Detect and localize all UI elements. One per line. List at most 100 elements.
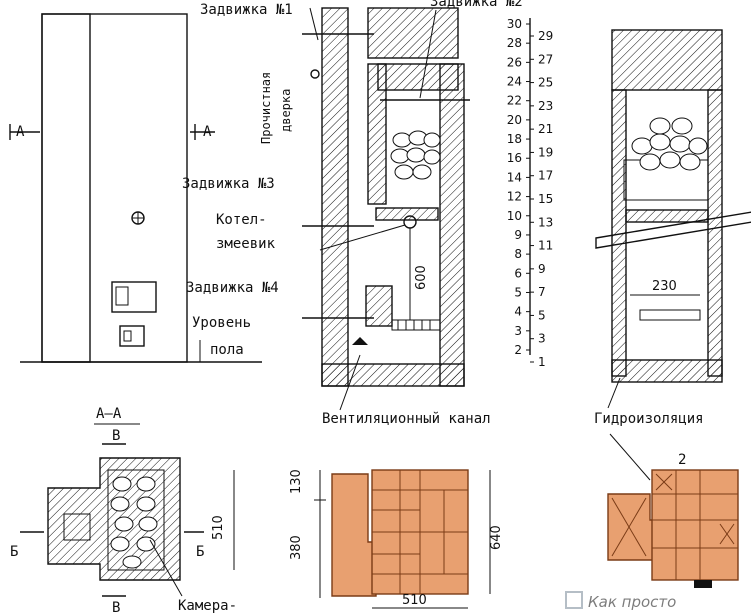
plan-aa-outline: [47, 457, 181, 581]
plan-aa-flue: [63, 513, 91, 541]
scale-tick-left: 30: [507, 17, 522, 31]
scale-tick-left: 9: [514, 228, 522, 242]
vertical-section: 600: [302, 7, 470, 387]
scale-tick-left: 26: [507, 55, 522, 69]
vent-channel-label: Вентиляционный канал: [322, 411, 491, 427]
chamber-label: Камера-: [178, 598, 237, 614]
side-grate: [639, 309, 701, 321]
outer-wall-right: [439, 63, 465, 387]
vent-channel-marker: [352, 337, 368, 345]
dimension-640-label: 640: [489, 525, 504, 550]
scale-tick-right: 3: [538, 332, 546, 346]
boiler-pipe: [595, 211, 751, 249]
brick-layout-plan: 130 380 640 510: [289, 469, 504, 609]
scale-tick-right: 17: [538, 169, 553, 183]
base-slab: [321, 363, 465, 387]
side-top: [611, 29, 723, 91]
scale-tick-left: 22: [507, 94, 522, 108]
valve-4-label: Задвижка №4: [186, 280, 279, 296]
scale-tick-left: 16: [507, 151, 522, 165]
brick-plan-left-wing: [331, 473, 377, 597]
scale-tick-right: 29: [538, 29, 553, 43]
scale-tick-right: 21: [538, 122, 553, 136]
floor-level-label: Уровень: [192, 315, 251, 331]
side-wall-right: [707, 89, 723, 377]
height-scale: 30 28 26 24 22 20 18 16 14 12 10 9 8 6 5 4 3 2 29 27 25 23 21…: [507, 17, 554, 369]
scale-left-column: 30 28 26 24 22 20 18 16 14 12 10 9 8 6 5 4 3 2: [507, 17, 530, 357]
scale-tick-left: 20: [507, 113, 522, 127]
dimension-600-label: 600: [414, 265, 429, 290]
plan-section-aa: А–А В Б Б 510 В Камера-: [10, 406, 237, 616]
waterproofing-label: Гидроизоляция: [594, 411, 704, 427]
section-v-label-bottom: В: [112, 600, 120, 616]
cleanout-door-icon: [310, 69, 320, 79]
scale-tick-left: 8: [514, 247, 522, 261]
boiler-label: Котел-: [216, 212, 267, 228]
dimension-130-label: 130: [289, 469, 304, 494]
boiler-label-2: змеевик: [216, 236, 276, 252]
inner-divider: [367, 63, 387, 205]
scale-tick-right: 19: [538, 145, 553, 159]
scale-tick-right: 11: [538, 239, 553, 253]
valve-2-label: Задвижка №2: [430, 0, 523, 10]
scale-tick-left: 2: [514, 343, 522, 357]
part-2-stub: [694, 580, 712, 588]
floor-level-label-2: пола: [210, 342, 244, 358]
valve-3-label: Задвижка №3: [182, 176, 275, 192]
chimney-wall-left: [321, 7, 349, 387]
scale-tick-left: 5: [514, 285, 522, 299]
scale-tick-right: 5: [538, 308, 546, 322]
watermark-logo-icon: [565, 591, 583, 609]
scale-tick-left: 12: [507, 190, 522, 204]
top-cap: [367, 7, 459, 59]
scale-tick-left: 24: [507, 75, 522, 89]
scale-tick-right: 1: [538, 355, 546, 369]
plan-aa-chamber: [107, 469, 165, 571]
ash-door: [119, 325, 145, 347]
watermark: Как просто: [565, 591, 676, 611]
scale-tick-right: 15: [538, 192, 553, 206]
scale-tick-right: 25: [538, 76, 553, 90]
section-a-label-left: А: [16, 124, 25, 140]
front-elevation: А А Уровень пола: [9, 13, 262, 363]
part-2-plan: 2: [607, 433, 739, 588]
scale-tick-right: 13: [538, 215, 553, 229]
part-2-number: 2: [678, 452, 686, 468]
side-section: 230: [595, 29, 751, 383]
dimension-230-label: 230: [652, 279, 677, 294]
part-2-body: [651, 469, 739, 581]
plan-aa-stones: [110, 476, 158, 569]
scale-tick-left: 28: [507, 36, 522, 50]
grate: [391, 319, 441, 331]
scale-right-column: 29 27 25 23 21 19 17 15 13 11 9 7 5 3 1: [530, 29, 553, 369]
dimension-510-side-label: 510: [211, 515, 226, 540]
cleanout-door-label: Прочистная: [259, 72, 273, 144]
side-base: [611, 359, 723, 383]
scale-tick-left: 3: [514, 324, 522, 338]
scale-tick-right: 27: [538, 52, 553, 66]
stones-side: [631, 117, 708, 171]
scale-tick-left: 6: [514, 266, 522, 280]
section-a-label-right: А: [203, 124, 212, 140]
scale-tick-left: 18: [507, 132, 522, 146]
cleanout-door-label-2: дверка: [279, 89, 293, 132]
watermark-text: Как просто: [588, 593, 676, 611]
scale-tick-right: 7: [538, 285, 546, 299]
section-v-label-top: В: [112, 428, 120, 444]
stones-center: [390, 130, 441, 180]
front-brick-wall-left: [41, 13, 91, 363]
firebox-door: [111, 281, 157, 313]
dimension-510-bottom-label: 510: [402, 593, 427, 608]
valve-1-label: Задвижка №1: [200, 2, 293, 18]
front-brick-wall: [41, 13, 188, 363]
section-b-label-right: Б: [196, 544, 204, 560]
scale-tick-right: 23: [538, 99, 553, 113]
scale-tick-left: 10: [507, 209, 522, 223]
scale-tick-left: 14: [507, 170, 522, 184]
scale-tick-left: 4: [514, 305, 522, 319]
scale-tick-right: 9: [538, 262, 546, 276]
section-b-label-left: Б: [10, 544, 18, 560]
section-aa-title: А–А: [96, 406, 122, 422]
